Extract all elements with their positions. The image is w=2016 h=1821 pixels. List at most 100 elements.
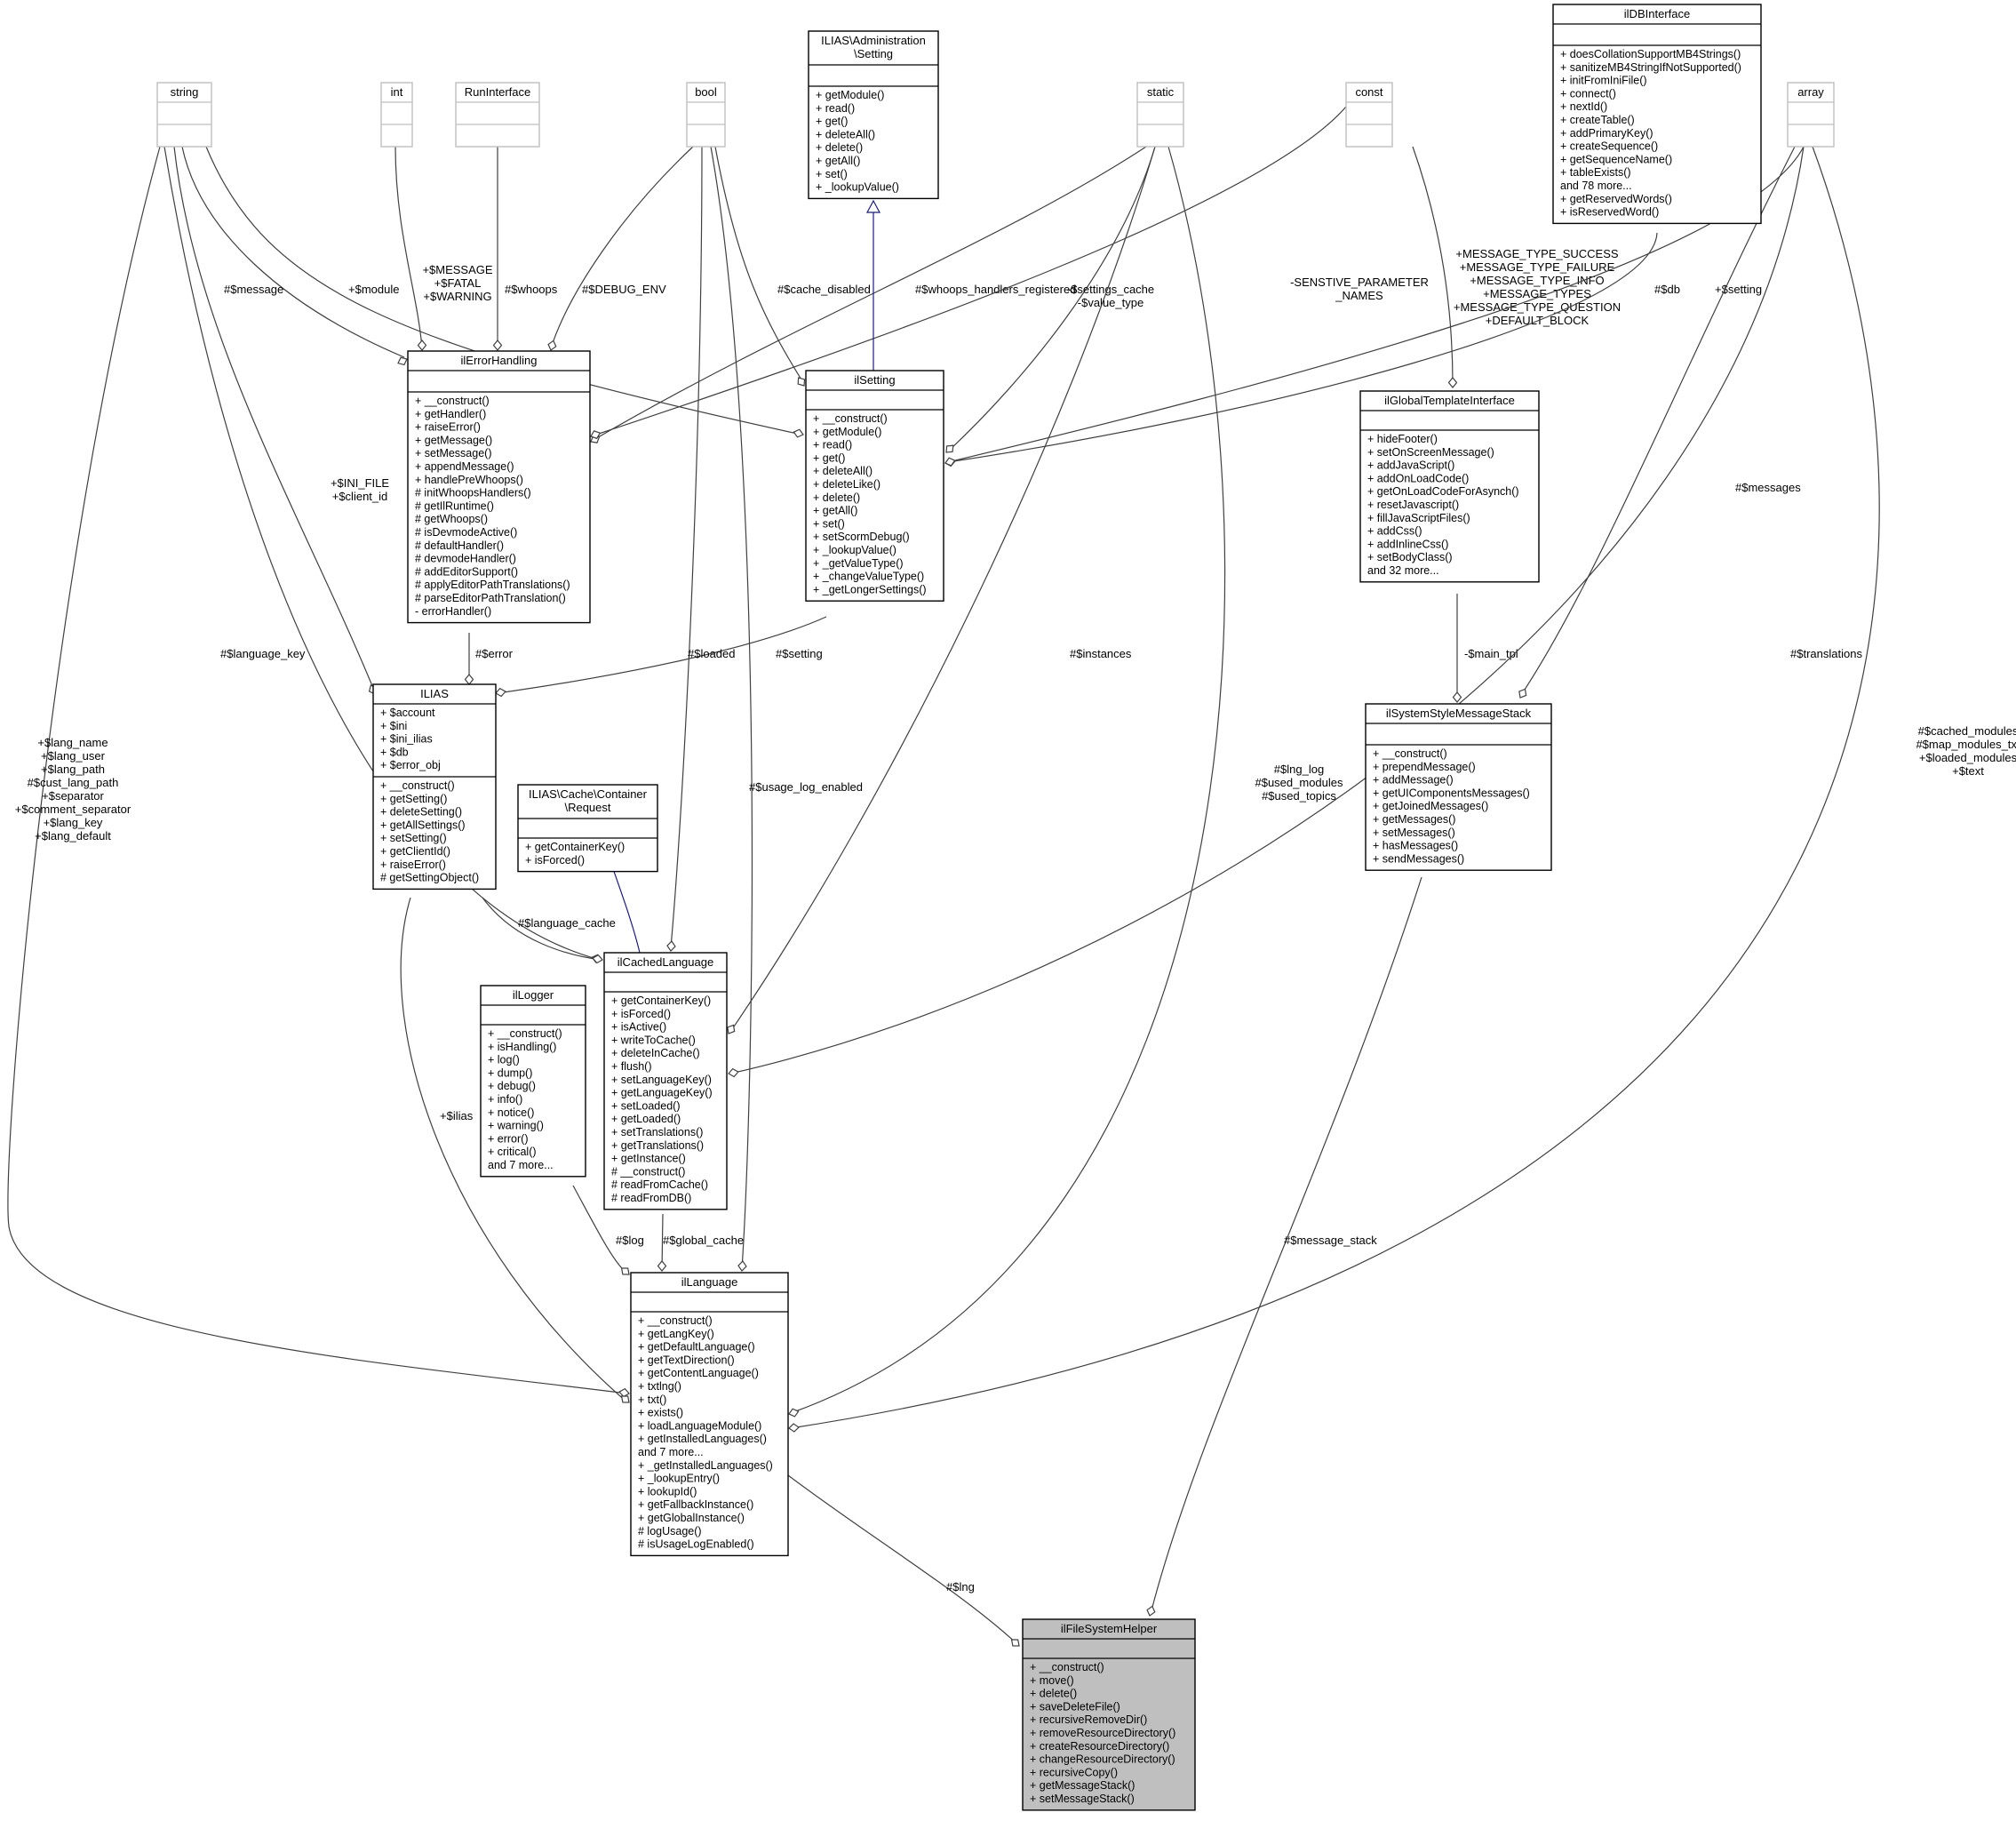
- class-box-static[interactable]: static: [1136, 82, 1184, 148]
- class-name: ilCachedLanguage: [618, 955, 713, 969]
- aggregation-diamond: [788, 1423, 800, 1433]
- class-method: + connect(): [1560, 87, 1616, 100]
- class-method: + addInlineCss(): [1367, 538, 1448, 550]
- aggregation-edge: -SENSTIVE_PARAMETER_NAMES: [590, 106, 1429, 440]
- aggregation-edge: #$usage_log_enabled: [710, 146, 863, 1272]
- class-box-ilias[interactable]: ILIAS+ $account+ $ini+ $ini_ilias+ $db+ …: [372, 683, 497, 891]
- class-name: bool: [695, 85, 717, 99]
- class-box-cacherequest[interactable]: ILIAS\Cache\Container\Request+ getContai…: [517, 784, 658, 873]
- class-method: + getLangKey(): [638, 1328, 714, 1340]
- class-method: + _changeValueType(): [813, 571, 924, 583]
- aggregation-diamond: [464, 674, 474, 685]
- class-method: + addOnLoadCode(): [1367, 472, 1469, 484]
- edge-label: +$comment_separator: [15, 803, 131, 816]
- edge-line: [948, 146, 1156, 451]
- class-box-ilcachedlanguage[interactable]: ilCachedLanguage+ getContainerKey()+ isF…: [603, 952, 728, 1210]
- aggregation-edge: #$message_stack: [1146, 876, 1422, 1617]
- edge-label: #$map_modules_txt: [1916, 738, 2016, 751]
- class-method: + error(): [488, 1132, 529, 1145]
- edge-label: +$loaded_modules: [1919, 751, 2016, 764]
- class-method: + move(): [1030, 1674, 1074, 1687]
- class-method: + createTable(): [1560, 114, 1635, 126]
- class-method: + prependMessage(): [1373, 761, 1476, 773]
- class-name: ilGlobalTemplateInterface: [1384, 394, 1515, 407]
- class-method: and 78 more...: [1560, 180, 1632, 192]
- class-method: + read(): [813, 439, 852, 451]
- class-method: # applyEditorPathTranslations(): [415, 579, 570, 591]
- class-method: + setSetting(): [380, 832, 447, 844]
- class-name: \Request: [564, 801, 610, 814]
- class-box-ildbinterface[interactable]: ilDBInterface+ doesCollationSupportMB4St…: [1552, 4, 1762, 225]
- class-method: + loadLanguageModule(): [638, 1419, 761, 1432]
- class-box-string[interactable]: string: [156, 82, 212, 148]
- edge-label: +MESSAGE_TYPE_INFO: [1470, 274, 1604, 287]
- aggregation-diamond: [618, 1387, 630, 1398]
- class-box-illanguage[interactable]: ilLanguage+ __construct()+ getLangKey()+…: [630, 1272, 789, 1557]
- edge-label: +$text: [1952, 764, 1984, 778]
- class-method: + getMessage(): [415, 434, 492, 446]
- class-method: + createResourceDirectory(): [1030, 1740, 1169, 1753]
- aggregation-diamond: [737, 1260, 747, 1272]
- edge-line: [787, 1474, 1018, 1645]
- edge-line: [710, 146, 753, 1270]
- edge-label: #$whoops_handlers_registered: [915, 283, 1076, 296]
- edge-line: [7, 146, 628, 1394]
- class-box-const[interactable]: const: [1345, 82, 1393, 148]
- class-method: + _lookupValue(): [816, 181, 899, 194]
- class-box-ilglobaltemplateinterface[interactable]: ilGlobalTemplateInterface+ hideFooter()+…: [1359, 390, 1540, 583]
- class-method: # __construct(): [611, 1165, 685, 1178]
- class-attribute: + $ini: [380, 720, 407, 732]
- aggregation-diamond: [620, 1395, 630, 1403]
- edge-label: +MESSAGE_TYPES: [1483, 287, 1591, 300]
- class-method: + getContainerKey(): [611, 994, 711, 1007]
- class-method: # defaultHandler(): [415, 539, 504, 552]
- class-method: + log(): [488, 1054, 520, 1066]
- class-box-ilsystemstylemessagestack[interactable]: ilSystemStyleMessageStack+ __construct()…: [1365, 703, 1552, 871]
- aggregation-diamond: [728, 1067, 739, 1078]
- class-method: + getLanguageKey(): [611, 1087, 713, 1099]
- class-method: + removeResourceDirectory(): [1030, 1727, 1175, 1739]
- class-method: + setMessageStack(): [1030, 1793, 1135, 1805]
- class-method: + txt(): [638, 1394, 666, 1406]
- class-method: + getUIComponentsMessages(): [1373, 787, 1530, 799]
- class-method: + getContainerKey(): [525, 841, 625, 853]
- class-box-ilerrorhandling[interactable]: ilErrorHandling+ __construct()+ getHandl…: [407, 350, 591, 624]
- class-method: + getFallbackInstance(): [638, 1498, 753, 1511]
- class-box-array[interactable]: array: [1787, 82, 1835, 148]
- class-box-ilfilesystemhelper[interactable]: ilFileSystemHelper+ __construct()+ move(…: [1022, 1618, 1196, 1811]
- edge-line: [394, 146, 423, 349]
- aggregation-diamond: [397, 356, 408, 366]
- class-method: # readFromDB(): [611, 1192, 691, 1204]
- edge-label: #$lng: [946, 1580, 975, 1593]
- class-method: + __construct(): [638, 1314, 713, 1327]
- class-box-adminsetting[interactable]: ILIAS\Administration\Setting+ getModule(…: [808, 30, 939, 200]
- edge-label: +$lang_user: [41, 749, 106, 763]
- edge-label: #$lng_log: [1274, 763, 1324, 776]
- class-method: + get(): [816, 116, 848, 128]
- class-box-illogger[interactable]: ilLogger+ __construct()+ isHandling()+ l…: [480, 985, 586, 1178]
- aggregation-diamond: [793, 428, 804, 438]
- class-method: + initFromIniFile(): [1560, 75, 1647, 87]
- aggregation-edge: +$INI_FILE+$client_id: [173, 146, 389, 695]
- class-box-ilsetting[interactable]: ilSetting+ __construct()+ getModule()+ r…: [805, 370, 944, 602]
- class-method: + get(): [813, 451, 845, 464]
- class-method: + addMessage(): [1373, 774, 1454, 787]
- class-method: + deleteSetting(): [380, 806, 462, 819]
- class-name: array: [1797, 85, 1824, 99]
- edge-line: [163, 146, 601, 961]
- edge-label: +$lang_name: [37, 736, 108, 749]
- class-method: # getWhoops(): [415, 513, 488, 525]
- class-method: + info(): [488, 1093, 522, 1106]
- class-box-bool[interactable]: bool: [686, 82, 726, 148]
- edge-label: _NAMES: [1335, 289, 1383, 302]
- class-name: ilLogger: [513, 988, 554, 1002]
- class-box-int[interactable]: int: [380, 82, 413, 148]
- edge-label: +$module: [348, 283, 399, 296]
- class-method: + getGlobalInstance(): [638, 1512, 745, 1524]
- edge-line: [670, 146, 703, 948]
- class-box-runinterface[interactable]: RunInterface: [455, 82, 540, 148]
- class-method: # addEditorSupport(): [415, 565, 518, 578]
- aggregation-edge: #$lng: [787, 1474, 1020, 1647]
- class-method: + deleteLike(): [813, 478, 881, 491]
- aggregation-edge: +MESSAGE_TYPE_SUCCESS+MESSAGE_TYPE_FAILU…: [1412, 146, 1621, 388]
